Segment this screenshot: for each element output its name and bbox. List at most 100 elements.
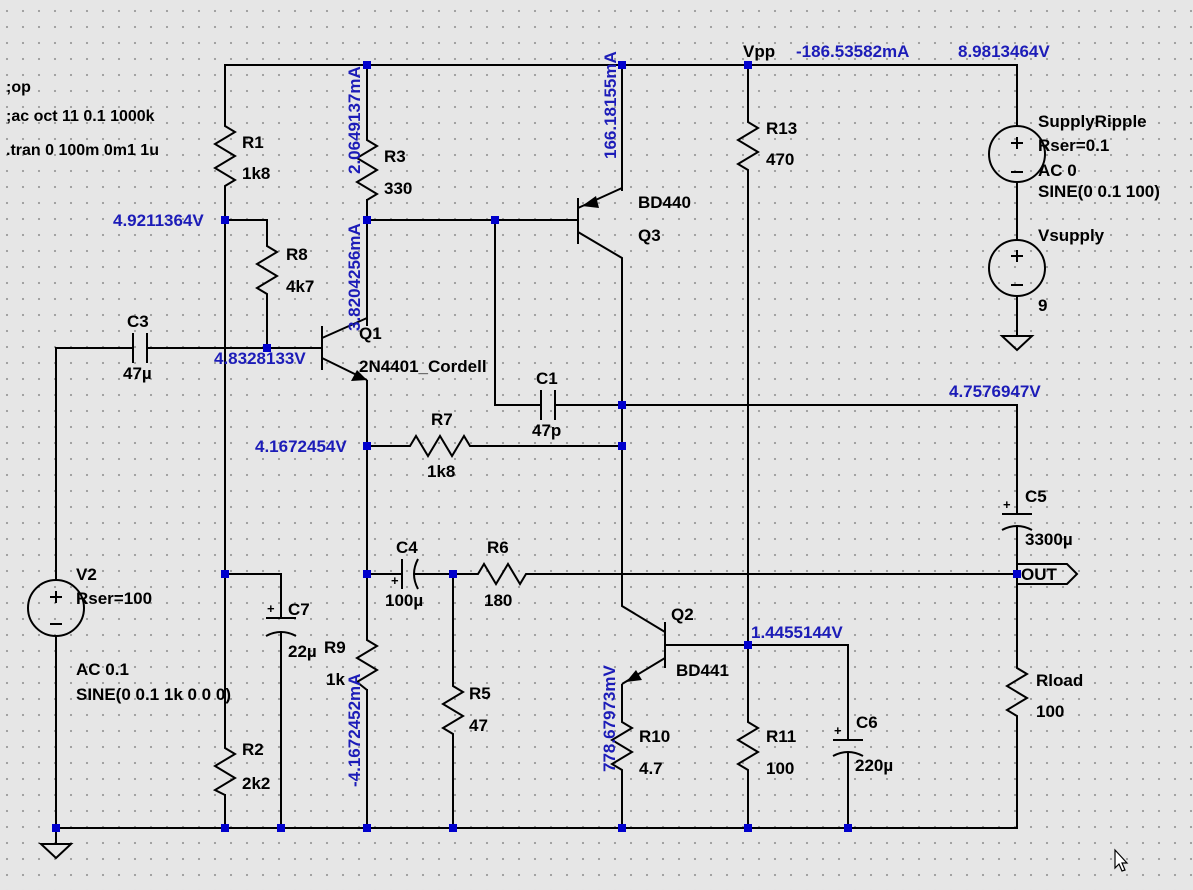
- resistor-Rload[interactable]: [1005, 660, 1029, 722]
- V2-ac[interactable]: AC 0.1: [76, 660, 129, 679]
- ground-symbol: [38, 828, 74, 860]
- R5-value[interactable]: 47: [469, 716, 488, 735]
- op-q1-collector-current: 3.8204256mA: [345, 223, 364, 331]
- R5-name: R5: [469, 684, 491, 703]
- capacitor-C4[interactable]: +: [391, 558, 419, 590]
- R2-name: R2: [242, 740, 264, 759]
- capacitor-C3[interactable]: [132, 333, 148, 363]
- svg-text:+: +: [391, 573, 399, 588]
- Vsupply-name: Vsupply: [1038, 226, 1105, 245]
- vpp-net-label[interactable]: Vpp: [743, 42, 775, 61]
- R8-value[interactable]: 4k7: [286, 277, 314, 296]
- R6-value[interactable]: 180: [484, 591, 512, 610]
- op-q1-base: 4.8328133V: [214, 349, 306, 368]
- capacitor-C5[interactable]: +: [1001, 497, 1033, 531]
- transistor-Q1[interactable]: [321, 316, 368, 388]
- R2-value[interactable]: 2k2: [242, 774, 270, 793]
- R10-value[interactable]: 4.7: [639, 759, 663, 778]
- Q2-name: Q2: [671, 605, 694, 624]
- out-net-label[interactable]: OUT: [1021, 565, 1058, 584]
- C5-value[interactable]: 3300µ: [1025, 530, 1073, 549]
- R13-name: R13: [766, 119, 797, 138]
- out-port-flag[interactable]: [1016, 563, 1079, 585]
- V2-name: V2: [76, 565, 97, 584]
- Q2-model[interactable]: BD441: [676, 661, 729, 680]
- R6-name: R6: [487, 538, 509, 557]
- op-vpp-current: -186.53582mA: [796, 42, 909, 61]
- voltage-source-SupplyRipple[interactable]: [988, 125, 1046, 183]
- resistor-R5[interactable]: [441, 678, 465, 740]
- C4-name: C4: [396, 538, 418, 557]
- svg-text:+: +: [267, 601, 275, 616]
- wires: [55, 64, 1018, 829]
- resistor-R1[interactable]: [213, 114, 237, 196]
- Rload-value[interactable]: 100: [1036, 702, 1064, 721]
- C7-name: C7: [288, 600, 310, 619]
- resistor-R8[interactable]: [255, 240, 279, 300]
- SupplyRipple-name: SupplyRipple: [1038, 112, 1147, 131]
- SupplyRipple-rser[interactable]: Rser=0.1: [1038, 136, 1109, 155]
- op-q3-current: 166.18155mA: [601, 51, 620, 159]
- Q1-model[interactable]: 2N4401_Cordell: [359, 357, 487, 376]
- capacitor-C6[interactable]: +: [832, 723, 864, 757]
- Q1-name: Q1: [359, 324, 382, 343]
- R3-name: R3: [384, 147, 406, 166]
- SupplyRipple-sine[interactable]: SINE(0 0.1 100): [1038, 182, 1160, 201]
- op-out-dc: 4.7576947V: [949, 382, 1041, 401]
- C5-name: C5: [1025, 487, 1047, 506]
- resistor-R13[interactable]: [736, 114, 760, 176]
- capacitor-C7[interactable]: +: [265, 601, 297, 637]
- op-q2-base: 1.4455144V: [751, 623, 843, 642]
- capacitor-C1[interactable]: [540, 390, 556, 420]
- C1-value[interactable]: 47p: [532, 421, 561, 440]
- op-r1-node: 4.9211364V: [113, 211, 204, 230]
- op-vpp-voltage: 8.9813464V: [958, 42, 1050, 61]
- transistor-Q2[interactable]: [621, 600, 666, 692]
- resistor-R3[interactable]: [355, 130, 379, 201]
- resistor-R2[interactable]: [212, 738, 237, 796]
- C4-value[interactable]: 100µ: [385, 591, 423, 610]
- R9-name: R9: [324, 638, 346, 657]
- directive-ac[interactable]: ;ac oct 11 0.1 1000k: [6, 108, 155, 125]
- junctions: [52, 61, 1021, 832]
- R10-name: R10: [639, 727, 670, 746]
- resistor-R7[interactable]: [400, 434, 478, 458]
- C1-name: C1: [536, 369, 558, 388]
- R7-name: R7: [431, 410, 453, 429]
- R3-value[interactable]: 330: [384, 179, 412, 198]
- R7-value[interactable]: 1k8: [427, 462, 455, 481]
- C7-value[interactable]: 22µ: [288, 642, 317, 661]
- R8-name: R8: [286, 245, 308, 264]
- Q3-model[interactable]: BD440: [638, 193, 691, 212]
- Rload-name: Rload: [1036, 671, 1083, 690]
- Q3-name: Q3: [638, 226, 661, 245]
- svg-text:+: +: [1003, 497, 1011, 512]
- Vsupply-value[interactable]: 9: [1038, 296, 1047, 315]
- transistor-Q3[interactable]: [577, 180, 623, 266]
- C6-value[interactable]: 220µ: [855, 756, 893, 775]
- R11-value[interactable]: 100: [766, 759, 794, 778]
- V2-rser[interactable]: Rser=100: [76, 589, 152, 608]
- R13-value[interactable]: 470: [766, 150, 794, 169]
- R11-name: R11: [766, 727, 796, 746]
- resistor-R10[interactable]: [610, 714, 634, 776]
- R9-value[interactable]: 1k: [326, 670, 345, 689]
- V2-sine[interactable]: SINE(0 0.1 1k 0 0 0): [76, 685, 231, 704]
- mouse-cursor-icon: [1114, 848, 1129, 872]
- R1-value[interactable]: 1k8: [242, 164, 270, 183]
- voltage-source-V2[interactable]: [27, 579, 85, 637]
- op-r3-current: 2.0649137mA: [345, 66, 364, 174]
- resistor-R6[interactable]: [472, 562, 533, 586]
- directive-tran[interactable]: .tran 0 100m 0m1 1u: [6, 142, 159, 159]
- op-q1-emitter: 4.1672454V: [255, 437, 347, 456]
- voltage-source-Vsupply[interactable]: [988, 239, 1046, 297]
- resistor-R9[interactable]: [355, 632, 379, 691]
- C3-value[interactable]: 47µ: [123, 364, 152, 383]
- C3-name: C3: [127, 312, 149, 331]
- op-r9-current: -4.1672452mA: [345, 674, 364, 787]
- SupplyRipple-ac[interactable]: AC 0: [1038, 161, 1077, 180]
- resistor-R11[interactable]: [736, 714, 760, 776]
- directive-op[interactable]: ;op: [6, 79, 31, 96]
- R1-name: R1: [242, 133, 264, 152]
